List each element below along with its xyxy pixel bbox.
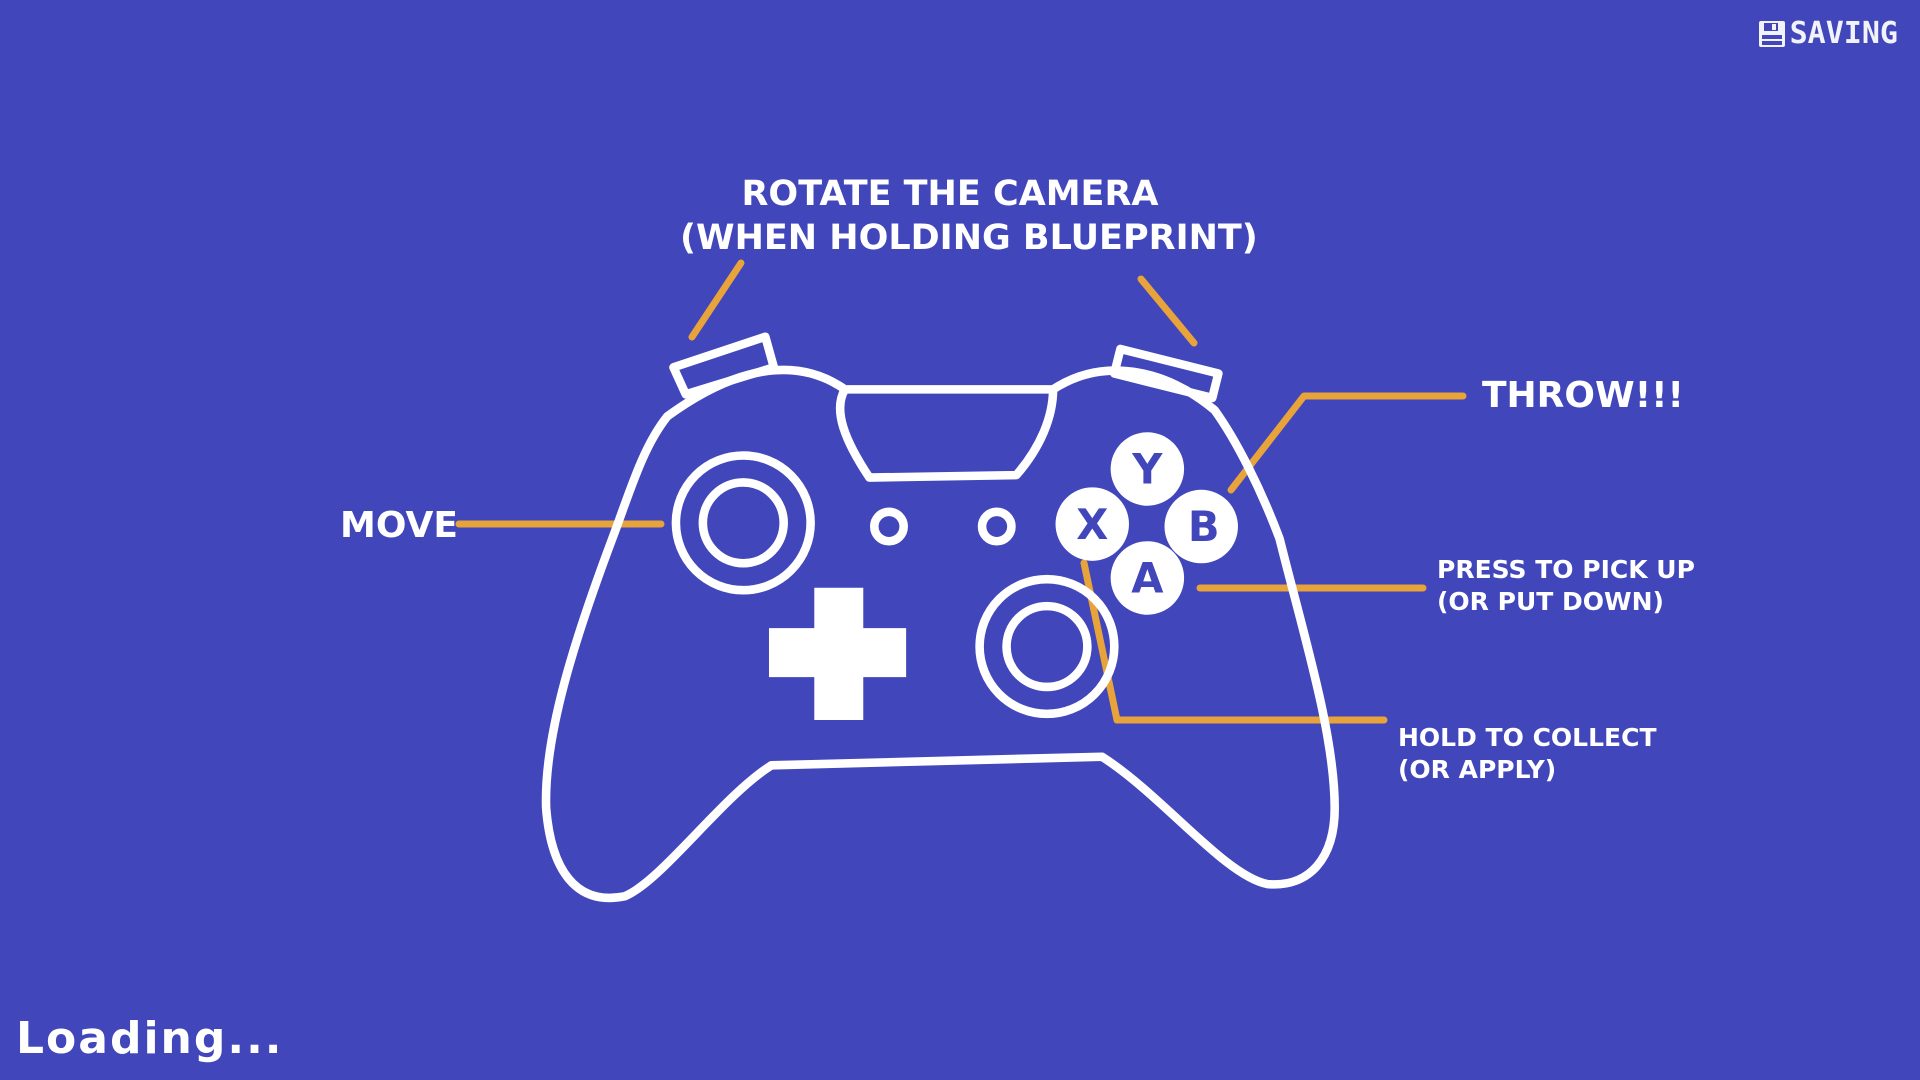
floppy-disk-icon (1758, 20, 1785, 47)
label-collect-line1: HOLD TO COLLECT (1398, 723, 1657, 752)
button-x-label: X (1076, 500, 1108, 549)
label-move: MOVE (340, 505, 458, 546)
button-a-label: A (1131, 554, 1164, 603)
right-bumper (1110, 344, 1223, 403)
label-collect-line2: (OR APPLY) (1398, 755, 1557, 784)
button-y-label: Y (1131, 445, 1163, 494)
label-rotate-camera-line2: (WHEN HOLDING BLUEPRINT) (680, 218, 1258, 258)
button-b-label: B (1188, 502, 1220, 551)
menu-button (977, 507, 1016, 546)
saving-indicator: SAVING (1758, 16, 1898, 51)
button-x (1055, 487, 1129, 561)
label-pickup-line2: (OR PUT DOWN) (1437, 587, 1664, 616)
callout-line-collect (1080, 559, 1388, 724)
controller-outline (541, 365, 1339, 903)
right-stick-outer (975, 574, 1119, 719)
label-rotate-camera-line1: ROTATE THE CAMERA (741, 174, 1159, 214)
button-b (1164, 489, 1238, 564)
callout-lines (455, 259, 1467, 724)
loading-text: Loading... (16, 1013, 284, 1064)
callout-line-left-bumper (688, 259, 745, 341)
label-pickup: PRESS TO PICK UP (OR PUT DOWN) (1437, 554, 1695, 618)
button-y (1110, 432, 1185, 506)
label-rotate-camera: ROTATE THE CAMERA (WHEN HOLDING BLUEPRIN… (680, 172, 1258, 260)
label-collect: HOLD TO COLLECT (OR APPLY) (1398, 722, 1657, 786)
left-bumper (669, 332, 779, 399)
controller-top-panel (835, 385, 1058, 482)
saving-text: SAVING (1789, 16, 1898, 51)
view-button (870, 507, 908, 546)
button-a (1110, 541, 1185, 615)
callout-line-throw (1227, 392, 1467, 494)
label-pickup-line1: PRESS TO PICK UP (1437, 555, 1695, 584)
callout-line-right-bumper (1137, 275, 1198, 347)
dpad (768, 587, 907, 721)
label-throw: THROW!!! (1482, 375, 1684, 416)
left-stick-outer (671, 451, 815, 595)
right-stick-inner (1002, 601, 1092, 692)
left-stick-inner (698, 478, 788, 568)
